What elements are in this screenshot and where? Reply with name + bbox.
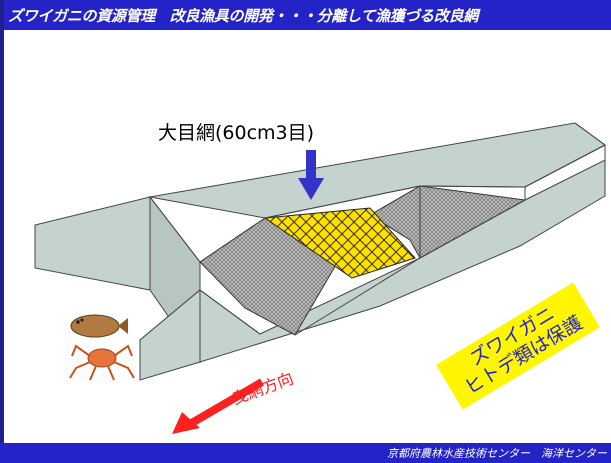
mesh-pointer-arrow <box>298 150 324 200</box>
crab-icon <box>69 344 135 381</box>
tow-direction-arrow <box>172 378 265 434</box>
left-border <box>0 0 4 463</box>
flatfish-icon <box>70 314 128 338</box>
net-frame-lines <box>149 122 606 362</box>
footer-credit: 京都府農林水産技術センター 海洋センター <box>387 447 607 460</box>
footer-bar: 京都府農林水産技術センター 海洋センター <box>0 443 611 463</box>
net-diagram <box>34 122 606 434</box>
large-mesh-label: 大目網(60cm3目) <box>158 122 315 144</box>
header-bar: ズワイガニの資源管理 改良漁具の開発・・・分離して漁獲づる改良網 <box>0 0 611 30</box>
slide-title: ズワイガニの資源管理 改良漁具の開発・・・分離して漁獲づる改良網 <box>8 6 478 25</box>
large-mesh-panel <box>263 207 416 279</box>
net-left-wing <box>34 196 151 291</box>
